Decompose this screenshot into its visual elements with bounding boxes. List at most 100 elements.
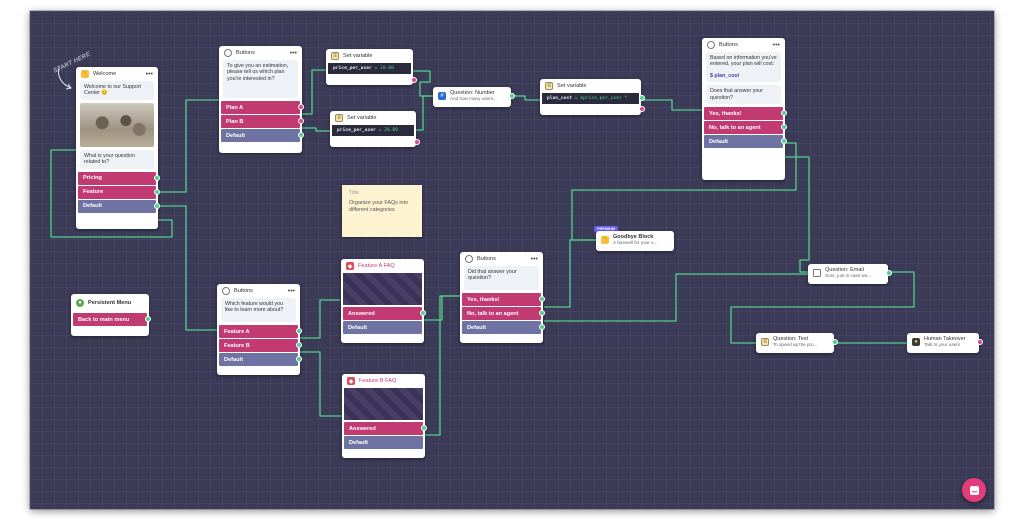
welcome-message: Welcome to our Support Center 😊 bbox=[80, 81, 154, 100]
plan-a-button[interactable]: Plan A bbox=[221, 101, 304, 114]
persistent-menu-block[interactable]: ●Persistent Menu Back to main menu bbox=[71, 294, 151, 336]
default-button[interactable]: Default bbox=[462, 321, 545, 334]
block-title: Set variable bbox=[343, 53, 373, 59]
default-button[interactable]: Default bbox=[219, 353, 302, 366]
answer-buttons-block[interactable]: Buttons••• Did that answer your question… bbox=[460, 252, 545, 343]
output-port[interactable] bbox=[298, 104, 304, 110]
feature-buttons-block[interactable]: Buttons••• Which feature would you like … bbox=[217, 284, 302, 375]
output-port[interactable] bbox=[639, 106, 645, 112]
note-title: Title bbox=[349, 190, 359, 196]
buttons-icon bbox=[222, 287, 230, 295]
block-title: Buttons bbox=[477, 256, 496, 262]
variable-icon: ≡ bbox=[545, 82, 553, 90]
block-title: Question: Text bbox=[773, 336, 809, 342]
output-port[interactable] bbox=[154, 174, 160, 181]
more-options-icon[interactable]: ••• bbox=[289, 49, 297, 57]
output-port[interactable] bbox=[977, 339, 983, 345]
yes-thanks-button[interactable]: Yes, thanks! bbox=[704, 107, 787, 121]
block-subtitle: A farewell for your u... bbox=[613, 240, 658, 245]
faq-image bbox=[344, 388, 423, 420]
default-button[interactable]: Default bbox=[704, 135, 787, 149]
output-port[interactable] bbox=[298, 118, 304, 124]
output-port[interactable] bbox=[832, 339, 838, 345]
output-port[interactable] bbox=[154, 188, 160, 195]
block-title: Goodbye Block bbox=[613, 234, 654, 240]
output-port[interactable] bbox=[639, 95, 645, 101]
chat-icon[interactable] bbox=[962, 478, 986, 502]
output-port[interactable] bbox=[411, 77, 417, 83]
talk-to-agent-button[interactable]: No, talk to an agent bbox=[462, 307, 545, 320]
yes-thanks-button[interactable]: Yes, thanks! bbox=[462, 293, 545, 306]
feature-button[interactable]: Feature bbox=[78, 185, 160, 199]
answered-button[interactable]: Answered bbox=[344, 422, 427, 435]
estimate-question: Does that answer your question? bbox=[706, 85, 781, 105]
plan-message: To give you an estimation, please tell u… bbox=[223, 60, 298, 98]
output-port[interactable] bbox=[414, 139, 420, 145]
feature-a-faq-block[interactable]: ◆Feature A FAQ Answered Default bbox=[341, 259, 426, 343]
output-port[interactable] bbox=[154, 202, 160, 209]
set-variable-block-b[interactable]: ≡Set variable price_per_user = 20.00 bbox=[330, 111, 420, 147]
sticky-note[interactable]: Title Organize your FAQs into different … bbox=[342, 185, 422, 237]
variable-icon: ≡ bbox=[331, 52, 339, 60]
more-options-icon[interactable]: ••• bbox=[145, 70, 153, 78]
block-title: Buttons bbox=[719, 42, 738, 48]
output-port[interactable] bbox=[296, 356, 302, 362]
block-title: Set variable bbox=[347, 115, 377, 121]
output-port[interactable] bbox=[296, 342, 302, 348]
output-port[interactable] bbox=[420, 310, 426, 316]
default-button[interactable]: Default bbox=[78, 199, 160, 213]
default-button[interactable]: Default bbox=[343, 321, 422, 334]
block-title: Question: Email bbox=[825, 267, 864, 273]
set-variable-block-a[interactable]: ≡ Set variable price_per_user = 10.00 bbox=[326, 49, 417, 85]
output-port[interactable] bbox=[145, 316, 151, 322]
person-icon: ● bbox=[76, 299, 84, 307]
block-title: Buttons bbox=[236, 50, 255, 56]
estimate-buttons-block[interactable]: Buttons••• Based on information you've e… bbox=[702, 38, 787, 180]
feature-a-button[interactable]: Feature A bbox=[219, 325, 302, 338]
output-port[interactable] bbox=[509, 93, 515, 99]
block-title: Human Takeover bbox=[924, 336, 966, 342]
more-options-icon[interactable]: ••• bbox=[772, 41, 780, 49]
default-button[interactable]: Default bbox=[344, 436, 423, 449]
more-options-icon[interactable]: ••• bbox=[287, 287, 295, 295]
plan-buttons-block[interactable]: Buttons ••• To give you an estimation, pl… bbox=[219, 46, 304, 153]
output-port[interactable] bbox=[296, 328, 302, 334]
output-port[interactable] bbox=[539, 296, 545, 302]
output-port[interactable] bbox=[539, 310, 545, 316]
talk-to-agent-button[interactable]: No, talk to an agent bbox=[704, 121, 787, 135]
output-port[interactable] bbox=[781, 124, 787, 131]
output-port[interactable] bbox=[781, 110, 787, 117]
output-port[interactable] bbox=[421, 425, 427, 431]
variable-expression: price_per_user = 10.00 bbox=[328, 63, 411, 74]
person-icon: ● bbox=[912, 337, 920, 346]
output-port[interactable] bbox=[781, 138, 787, 145]
output-port[interactable] bbox=[886, 270, 892, 276]
default-button[interactable]: Default bbox=[221, 129, 304, 142]
feature-b-faq-block[interactable]: ◆Feature B FAQ Answered Default bbox=[342, 374, 427, 458]
email-icon bbox=[813, 268, 821, 277]
block-title: Question: Number bbox=[450, 90, 495, 96]
back-to-main-menu-button[interactable]: Back to main menu bbox=[73, 313, 151, 326]
block-title: Feature A FAQ bbox=[358, 263, 395, 269]
buttons-icon bbox=[707, 41, 715, 49]
plan-b-button[interactable]: Plan B bbox=[221, 115, 304, 128]
output-port[interactable] bbox=[298, 132, 304, 138]
variable-expression: price_per_user = 20.00 bbox=[332, 125, 414, 136]
faq-icon: ◆ bbox=[347, 377, 355, 385]
set-variable-block-c[interactable]: ≡Set variable plan_cost = $price_per_use… bbox=[540, 79, 645, 115]
text-icon: ≡ bbox=[761, 337, 769, 346]
output-port[interactable] bbox=[539, 324, 545, 330]
more-options-icon[interactable]: ••• bbox=[530, 255, 538, 263]
feature-b-button[interactable]: Feature B bbox=[219, 339, 302, 352]
block-title: Welcome bbox=[93, 71, 117, 77]
answered-button[interactable]: Answered bbox=[343, 307, 426, 320]
welcome-block[interactable]: ✋Welcome••• Welcome to our Support Cente… bbox=[76, 67, 160, 229]
pricing-button[interactable]: Pricing bbox=[78, 171, 160, 185]
block-subtitle: And how many users... bbox=[450, 96, 497, 101]
start-arrow-icon bbox=[58, 67, 72, 90]
